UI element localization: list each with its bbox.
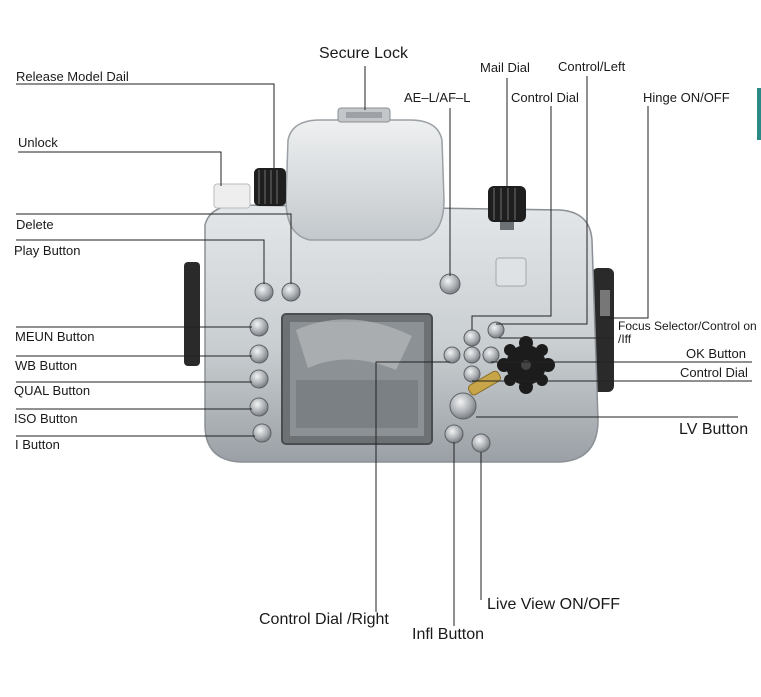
main-dial-knob <box>488 186 526 222</box>
label-qual-button: QUAL Button <box>14 383 91 398</box>
housing-prism <box>285 119 445 241</box>
label-hinge-on-off: Hinge ON/OFF <box>643 90 730 105</box>
label-control-dial-right: Control Dial /Right <box>259 611 389 628</box>
label-play-button: Play Button <box>14 243 81 258</box>
label-control-dial-top: Control Dial <box>511 90 579 105</box>
label-lv-button: LV Button <box>679 421 749 438</box>
label-control-dial-right-side: Control Dial <box>680 365 748 380</box>
label-iso-button: ISO Button <box>14 411 78 426</box>
left-grip <box>184 262 200 366</box>
label-i-button: I Button <box>15 437 60 452</box>
right-buttons <box>443 321 505 453</box>
label-ok-button: OK Button <box>686 346 746 361</box>
label-live-view-on-off: Live View ON/OFF <box>487 596 621 613</box>
release-mode-knob <box>254 168 286 206</box>
page-edge-accent <box>757 88 761 140</box>
unlock-latch <box>213 183 251 209</box>
left-buttons <box>249 282 301 443</box>
label-meun-button: MEUN Button <box>15 329 95 344</box>
lv-lever <box>449 370 501 420</box>
label-delete: Delete <box>16 217 54 232</box>
label-focus-selector: Focus Selector/Control on /Iff <box>618 319 757 346</box>
label-infl-button: Infl Button <box>412 626 485 643</box>
control-dial-knob <box>497 336 555 394</box>
label-control-left: Control/Left <box>558 59 626 74</box>
label-ae-l-af-l: AE–L/AF–L <box>404 90 471 105</box>
label-mail-dial: Mail Dial <box>480 60 530 75</box>
label-unlock: Unlock <box>18 135 58 150</box>
label-wb-button: WB Button <box>15 358 78 373</box>
label-release-model-dail: Release Model Dail <box>16 69 129 84</box>
label-secure-lock: Secure Lock <box>319 45 408 62</box>
